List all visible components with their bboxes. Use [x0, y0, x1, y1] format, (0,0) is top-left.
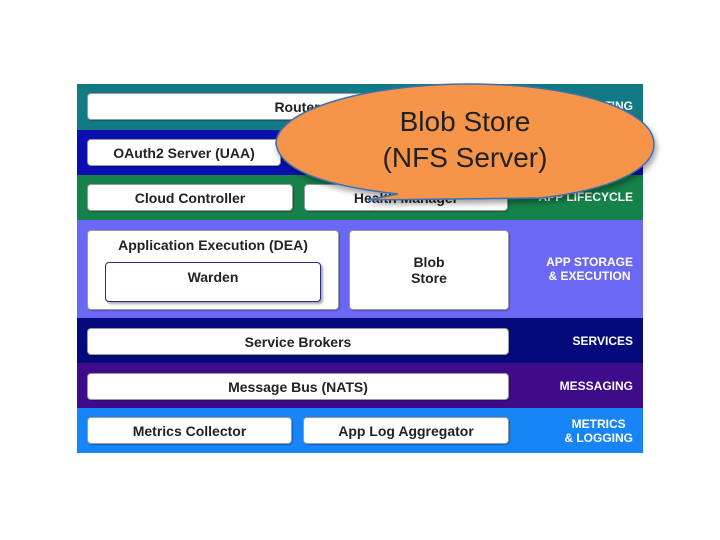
warden-box[interactable]: Warden	[105, 262, 321, 302]
service-brokers-box[interactable]: Service Brokers	[87, 328, 509, 355]
blob-store-box[interactable]: Blob Store	[349, 230, 509, 310]
app-log-aggregator-box[interactable]: App Log Aggregator	[303, 417, 509, 444]
layer-metrics-logging: Metrics Collector App Log Aggregator MET…	[77, 408, 643, 453]
layer-label-metrics-logging: METRICS & LOGGING	[564, 417, 633, 445]
callout-text: Blob Store (NFS Server)	[382, 106, 548, 173]
dea-title: Application Execution (DEA)	[118, 237, 308, 253]
layer-label-messaging: MESSAGING	[559, 379, 633, 393]
layer-label-app-lifecycle: APP LIFECYCLE	[538, 190, 633, 204]
oauth2-server-box[interactable]: OAuth2 Server (UAA)	[87, 139, 281, 166]
layer-label-app-storage-execution: APP STORAGE & EXECUTION	[546, 255, 633, 283]
dea-box[interactable]: Application Execution (DEA) Warden	[87, 230, 339, 310]
layer-messaging: Message Bus (NATS) MESSAGING	[77, 363, 643, 408]
layer-label-services: SERVICES	[572, 334, 633, 348]
layer-services: Service Brokers SERVICES	[77, 318, 643, 363]
metrics-collector-box[interactable]: Metrics Collector	[87, 417, 292, 444]
layer-app-lifecycle: Cloud Controller Health Manager APP LIFE…	[77, 175, 643, 220]
message-bus-box[interactable]: Message Bus (NATS)	[87, 373, 509, 400]
layer-app-storage-execution: Application Execution (DEA) Warden Blob …	[77, 220, 643, 318]
cloud-controller-box[interactable]: Cloud Controller	[87, 184, 293, 211]
health-manager-box[interactable]: Health Manager	[304, 184, 508, 211]
